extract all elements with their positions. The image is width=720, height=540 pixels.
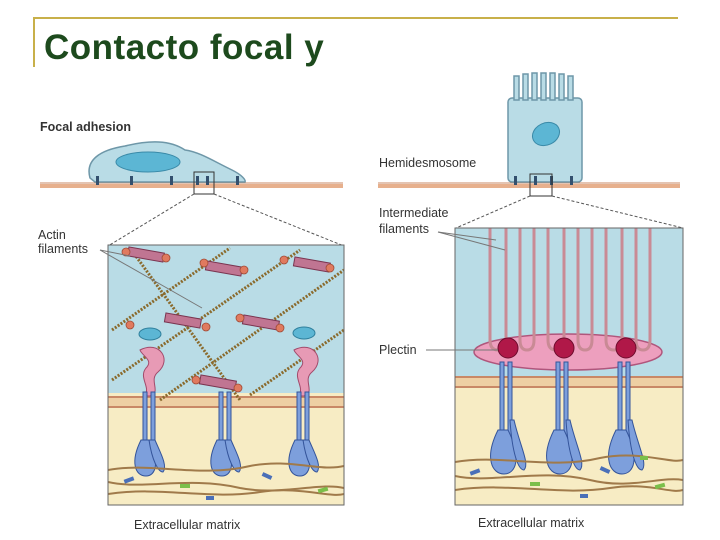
zoom-line-right-a: [455, 195, 531, 229]
focal-adhesion-label: Focal adhesion: [40, 120, 131, 134]
frame-left-line: [33, 17, 35, 67]
actin-nodes: [121, 247, 335, 393]
focal-adhesion-detail: [108, 245, 344, 505]
zoom-line-left-b: [213, 193, 345, 247]
plectin-dots: [497, 337, 637, 359]
zoom-line-left-a: [107, 193, 195, 247]
intermediate-label-line2: filaments: [379, 222, 430, 236]
hemidesmosome-detail: [455, 228, 683, 505]
hemidesmosome-detail-border: [454, 227, 684, 506]
plectin-label: Plectin: [379, 343, 417, 357]
focal-adhesion-detail-border: [107, 244, 345, 506]
zoom-line-right-b: [551, 195, 684, 229]
slide-title: Contacto focal y: [44, 28, 325, 67]
ecm-fibres-left: [108, 462, 344, 496]
hemidesmosome-cell-icon: [378, 72, 680, 197]
ecm-particles-left: [123, 472, 329, 500]
actin-label-line1: Actin: [38, 228, 66, 242]
frame-top-line: [33, 17, 678, 19]
left-matrix-label: Extracellular matrix: [134, 518, 241, 532]
hemidesmosome-label: Hemidesmosome: [379, 156, 477, 170]
ecm-particles-right: [469, 456, 666, 498]
focal-adhesion-cell-icon: [40, 141, 343, 195]
ecm-fibres-right: [455, 454, 683, 492]
actin-label-line2: filaments: [38, 242, 89, 256]
intermediate-label-line1: Intermediate: [379, 206, 449, 220]
right-matrix-label: Extracellular matrix: [478, 516, 585, 530]
